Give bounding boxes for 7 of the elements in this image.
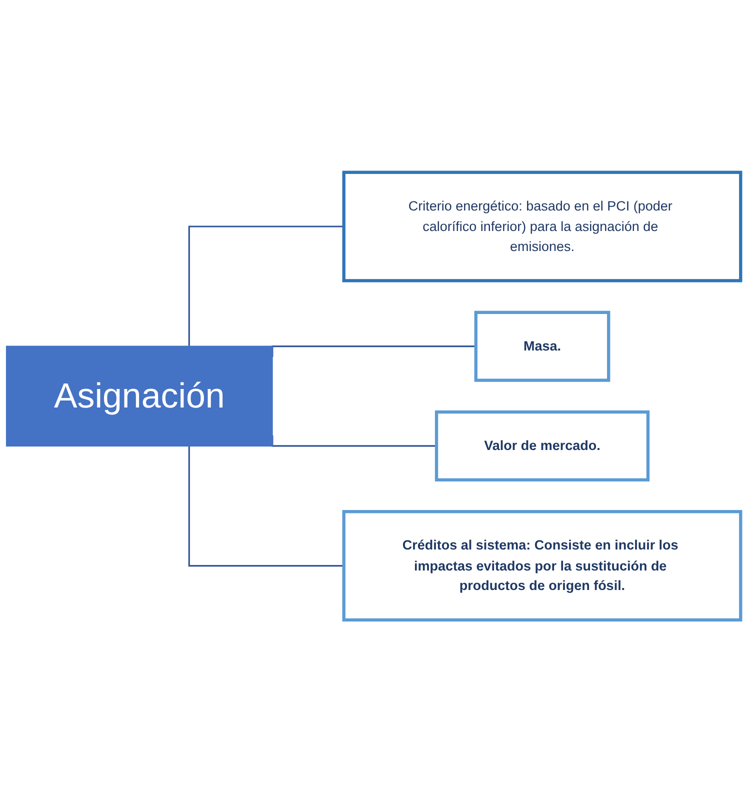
node-box: Créditos al sistema: Consiste en incluir los impactas evitados por la sustitución de productos de origen fósil. [342, 510, 742, 622]
node-box: Valor de mercado. [434, 410, 650, 482]
node-box: Asignación [6, 346, 273, 447]
connector [188, 226, 344, 346]
node-box: Masa. [474, 311, 610, 382]
connector [188, 446, 344, 567]
node-box: Criterio energético: basado en el PCI (poder calorífico inferior) para la asignación de emisiones. [342, 171, 742, 283]
